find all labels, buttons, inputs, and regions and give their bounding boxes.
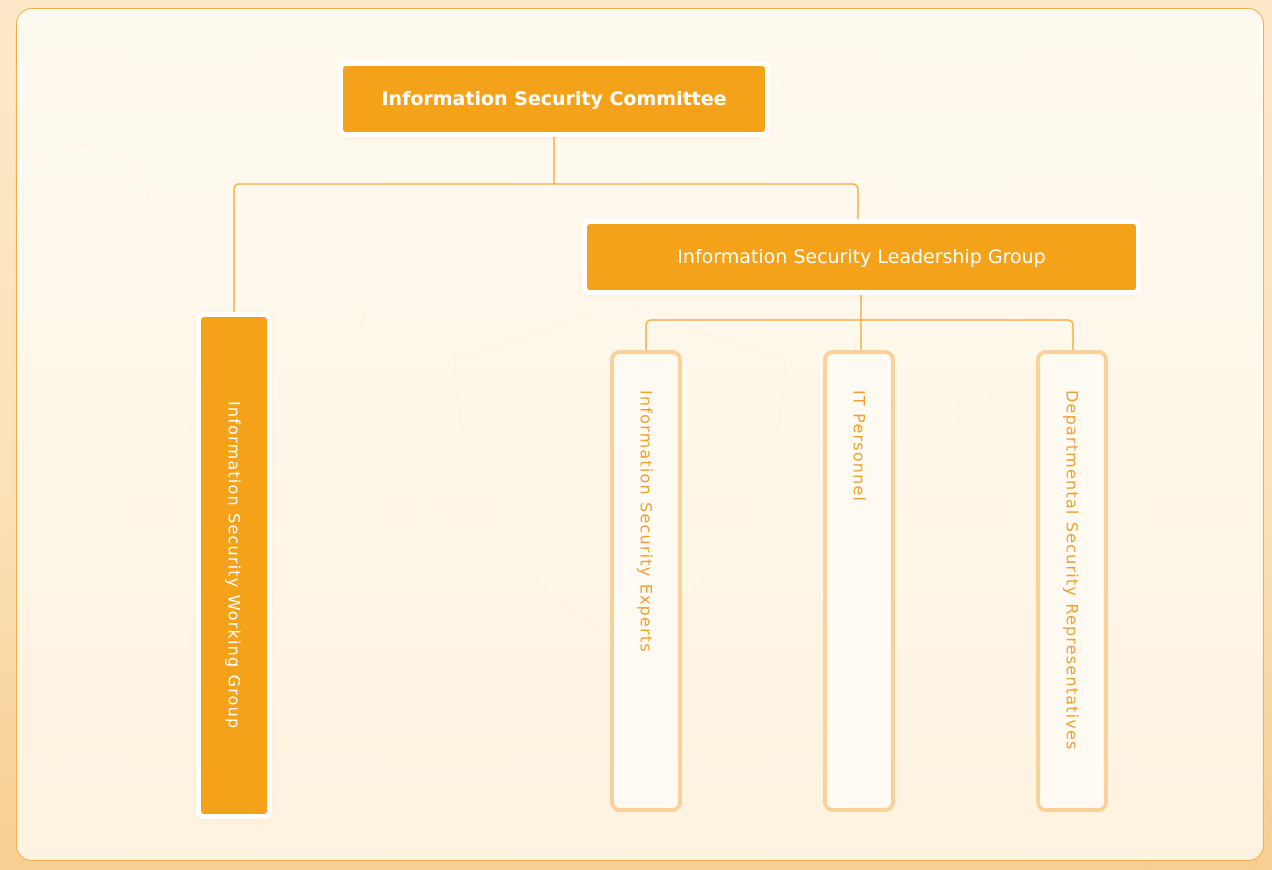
node-working-group: Information Security Working Group xyxy=(201,317,267,814)
connector-level2-bar xyxy=(645,319,1074,350)
node-it-personnel: IT Personnel xyxy=(823,350,895,812)
node-security-experts-label: Information Security Experts xyxy=(636,390,656,653)
node-security-experts: Information Security Experts xyxy=(610,350,682,812)
node-root: Information Security Committee xyxy=(343,66,765,132)
node-department-representatives-label: Departmental Security Representatives xyxy=(1062,390,1082,751)
node-department-representatives: Departmental Security Representatives xyxy=(1036,350,1108,812)
connector-level1-bar xyxy=(233,183,859,312)
node-working-group-label: Information Security Working Group xyxy=(224,401,244,730)
node-leadership-group-label: Information Security Leadership Group xyxy=(677,246,1046,268)
node-root-label: Information Security Committee xyxy=(381,88,727,110)
node-leadership-group: Information Security Leadership Group xyxy=(587,224,1136,290)
node-it-personnel-label: IT Personnel xyxy=(849,390,869,503)
